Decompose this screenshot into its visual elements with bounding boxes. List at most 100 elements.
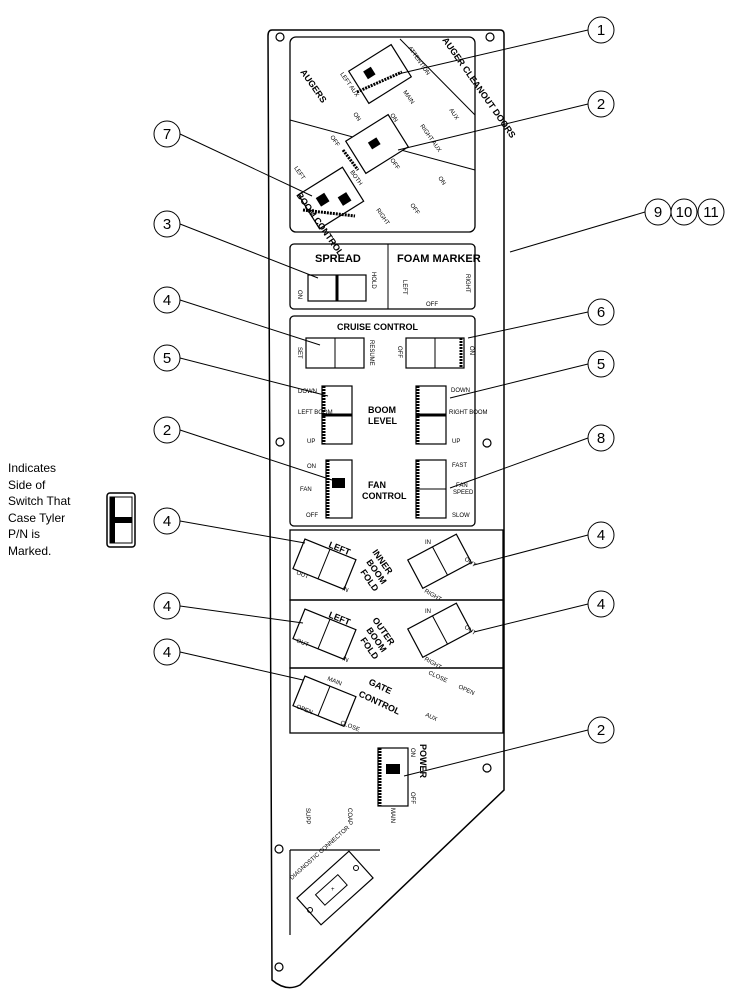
gate-open-label: OPEN [457, 684, 475, 697]
boom-control-left-label: LEFT [292, 166, 306, 182]
legend-switch-icon [106, 492, 136, 548]
gate-control-section: MAIN OPEN CLOSE GATE CONTROL CLOSE OPEN … [289, 667, 504, 734]
callout-numbers: 1 2 7 3 4 5 2 4 4 4 6 5 8 4 4 2 9 10 11 [163, 22, 719, 739]
foam-marker-title: FOAM MARKER [397, 253, 481, 265]
augers-aux-label: AUX [447, 108, 459, 122]
fan-control-title-1: FAN [368, 480, 386, 490]
legend-line-3: Switch That [8, 494, 71, 508]
inner-right-in-label: IN [425, 540, 431, 546]
power-title: POWER [418, 744, 428, 779]
callouts [153, 16, 725, 744]
callout-5-right: 5 [597, 356, 605, 373]
callout-2-augers: 2 [597, 96, 605, 113]
gate-main-label: MAIN [326, 676, 342, 687]
right-boom-up-label: UP [452, 439, 460, 445]
augers-main-on-label: ON [388, 113, 398, 124]
left-boom-up-label: UP [307, 439, 315, 445]
callout-10: 10 [676, 204, 693, 221]
fan-fast-label: FAST [452, 463, 467, 469]
callout-4-gate: 4 [163, 644, 171, 661]
outer-left-out-label: OUT [295, 638, 309, 648]
outer-right-in-label: IN [425, 609, 431, 615]
augers-right-aux-on-label: ON [436, 176, 446, 187]
fan-speed-label-2: SPEED [453, 490, 474, 496]
inner-left-in-label: IN [341, 586, 349, 594]
fan-control-title-2: CONTROL [362, 491, 407, 501]
augers-title: AUGERS [298, 67, 328, 104]
inner-right-label: RIGHT [423, 589, 442, 604]
mounting-holes [274, 32, 495, 972]
gate-main-open-label: OPEN [295, 704, 313, 716]
spread-hold-label: HOLD [370, 272, 376, 289]
augers-right-aux-switch-off: OFF [388, 158, 400, 172]
augers-section: AUGERS LEFT AUX MAIN ON ON OFF RIGHT AUX… [289, 35, 518, 258]
fan-on-label: ON [307, 464, 316, 470]
legend-line-1: Indicates [8, 461, 57, 475]
cruise-control-title: CRUISE CONTROL [337, 322, 419, 332]
power-main-label: MAIN [389, 808, 395, 823]
callout-6: 6 [597, 304, 605, 321]
augers-on-label: ON [351, 112, 361, 123]
gate-title-2: CONTROL [357, 689, 402, 717]
callout-5-left: 5 [163, 350, 171, 367]
fan-off-label: OFF [306, 513, 318, 519]
cruise-off-label: OFF [396, 346, 402, 358]
leader-lines [179, 29, 646, 777]
inner-left-out-label: OUT [295, 570, 309, 580]
callout-7: 7 [163, 126, 171, 143]
boom-level-title-1: BOOM [368, 405, 396, 415]
augers-right-aux-label: RIGHT AUX [418, 124, 441, 154]
diagnostic-connector: DIAGNOSTIC CONNECTOR + [289, 825, 380, 935]
legend-line-5: P/N is [8, 527, 41, 541]
callout-3: 3 [163, 216, 171, 233]
callout-2-power: 2 [597, 722, 605, 739]
power-supp-label: SUPP [304, 808, 310, 824]
callout-4-inner: 4 [163, 513, 171, 530]
augers-off-label: OFF [328, 135, 340, 149]
inner-right-out-label: OUT [463, 557, 477, 569]
right-boom-label: RIGHT BOOM [449, 410, 488, 416]
callout-4-outer-right: 4 [597, 596, 605, 613]
left-boom-label: LEFT BOOM [298, 410, 333, 416]
callout-4-inner-right: 4 [597, 527, 605, 544]
fan-label: FAN [300, 487, 312, 493]
spread-title: SPREAD [315, 253, 361, 265]
boom-control-right-label: RIGHT [374, 208, 390, 227]
augers-main-label: MAIN [401, 90, 415, 106]
left-boom-down-label: DOWN [298, 389, 317, 395]
fan-slow-label: SLOW [452, 513, 470, 519]
inner-boom-fold-section: LEFT OUT IN INNER BOOM FOLD IN OUT RIGHT [289, 529, 504, 604]
callout-2-fan: 2 [163, 422, 171, 439]
gate-main-close-label: CLOSE [339, 720, 360, 733]
power-section: POWER ON OFF SUPP COAP MAIN [304, 744, 428, 825]
outer-left-in-label: IN [341, 656, 349, 664]
callout-4-outer: 4 [163, 598, 171, 615]
power-off-label: OFF [409, 792, 415, 804]
cruise-control-section: CRUISE CONTROL SET RESUME OFF ON DOWN LE… [289, 315, 488, 527]
callout-11: 11 [703, 204, 719, 221]
callout-4-cruise: 4 [163, 292, 171, 309]
callout-8: 8 [597, 430, 605, 447]
spread-on-label: ON [296, 290, 302, 299]
power-coap-label: COAP [346, 808, 352, 825]
foam-off-label: OFF [426, 302, 438, 308]
diagnostic-plus: + [331, 887, 335, 893]
foam-left-label: LEFT [401, 280, 407, 295]
legend-line-4: Case Tyler [8, 510, 66, 525]
gate-close-label: CLOSE [427, 670, 448, 684]
legend-line-2: Side of [8, 477, 46, 492]
callout-1: 1 [597, 22, 605, 39]
right-boom-down-label: DOWN [451, 388, 470, 394]
cruise-resume-label: RESUME [368, 340, 374, 366]
callout-9: 9 [654, 204, 662, 221]
gate-aux-label: AUX [424, 712, 438, 723]
fan-speed-label-1: FAN [456, 483, 468, 489]
panel-outline [267, 29, 505, 989]
attention-label: ATTENTION [406, 46, 430, 77]
power-on-label: ON [409, 748, 415, 757]
cruise-on-label: ON [468, 346, 474, 355]
outer-boom-fold-section: LEFT OUT IN OUTER BOOM FOLD IN OUT RIGHT [289, 599, 504, 672]
outer-right-label: RIGHT [423, 657, 442, 672]
augers-right-aux-off-label: OFF [408, 203, 420, 217]
